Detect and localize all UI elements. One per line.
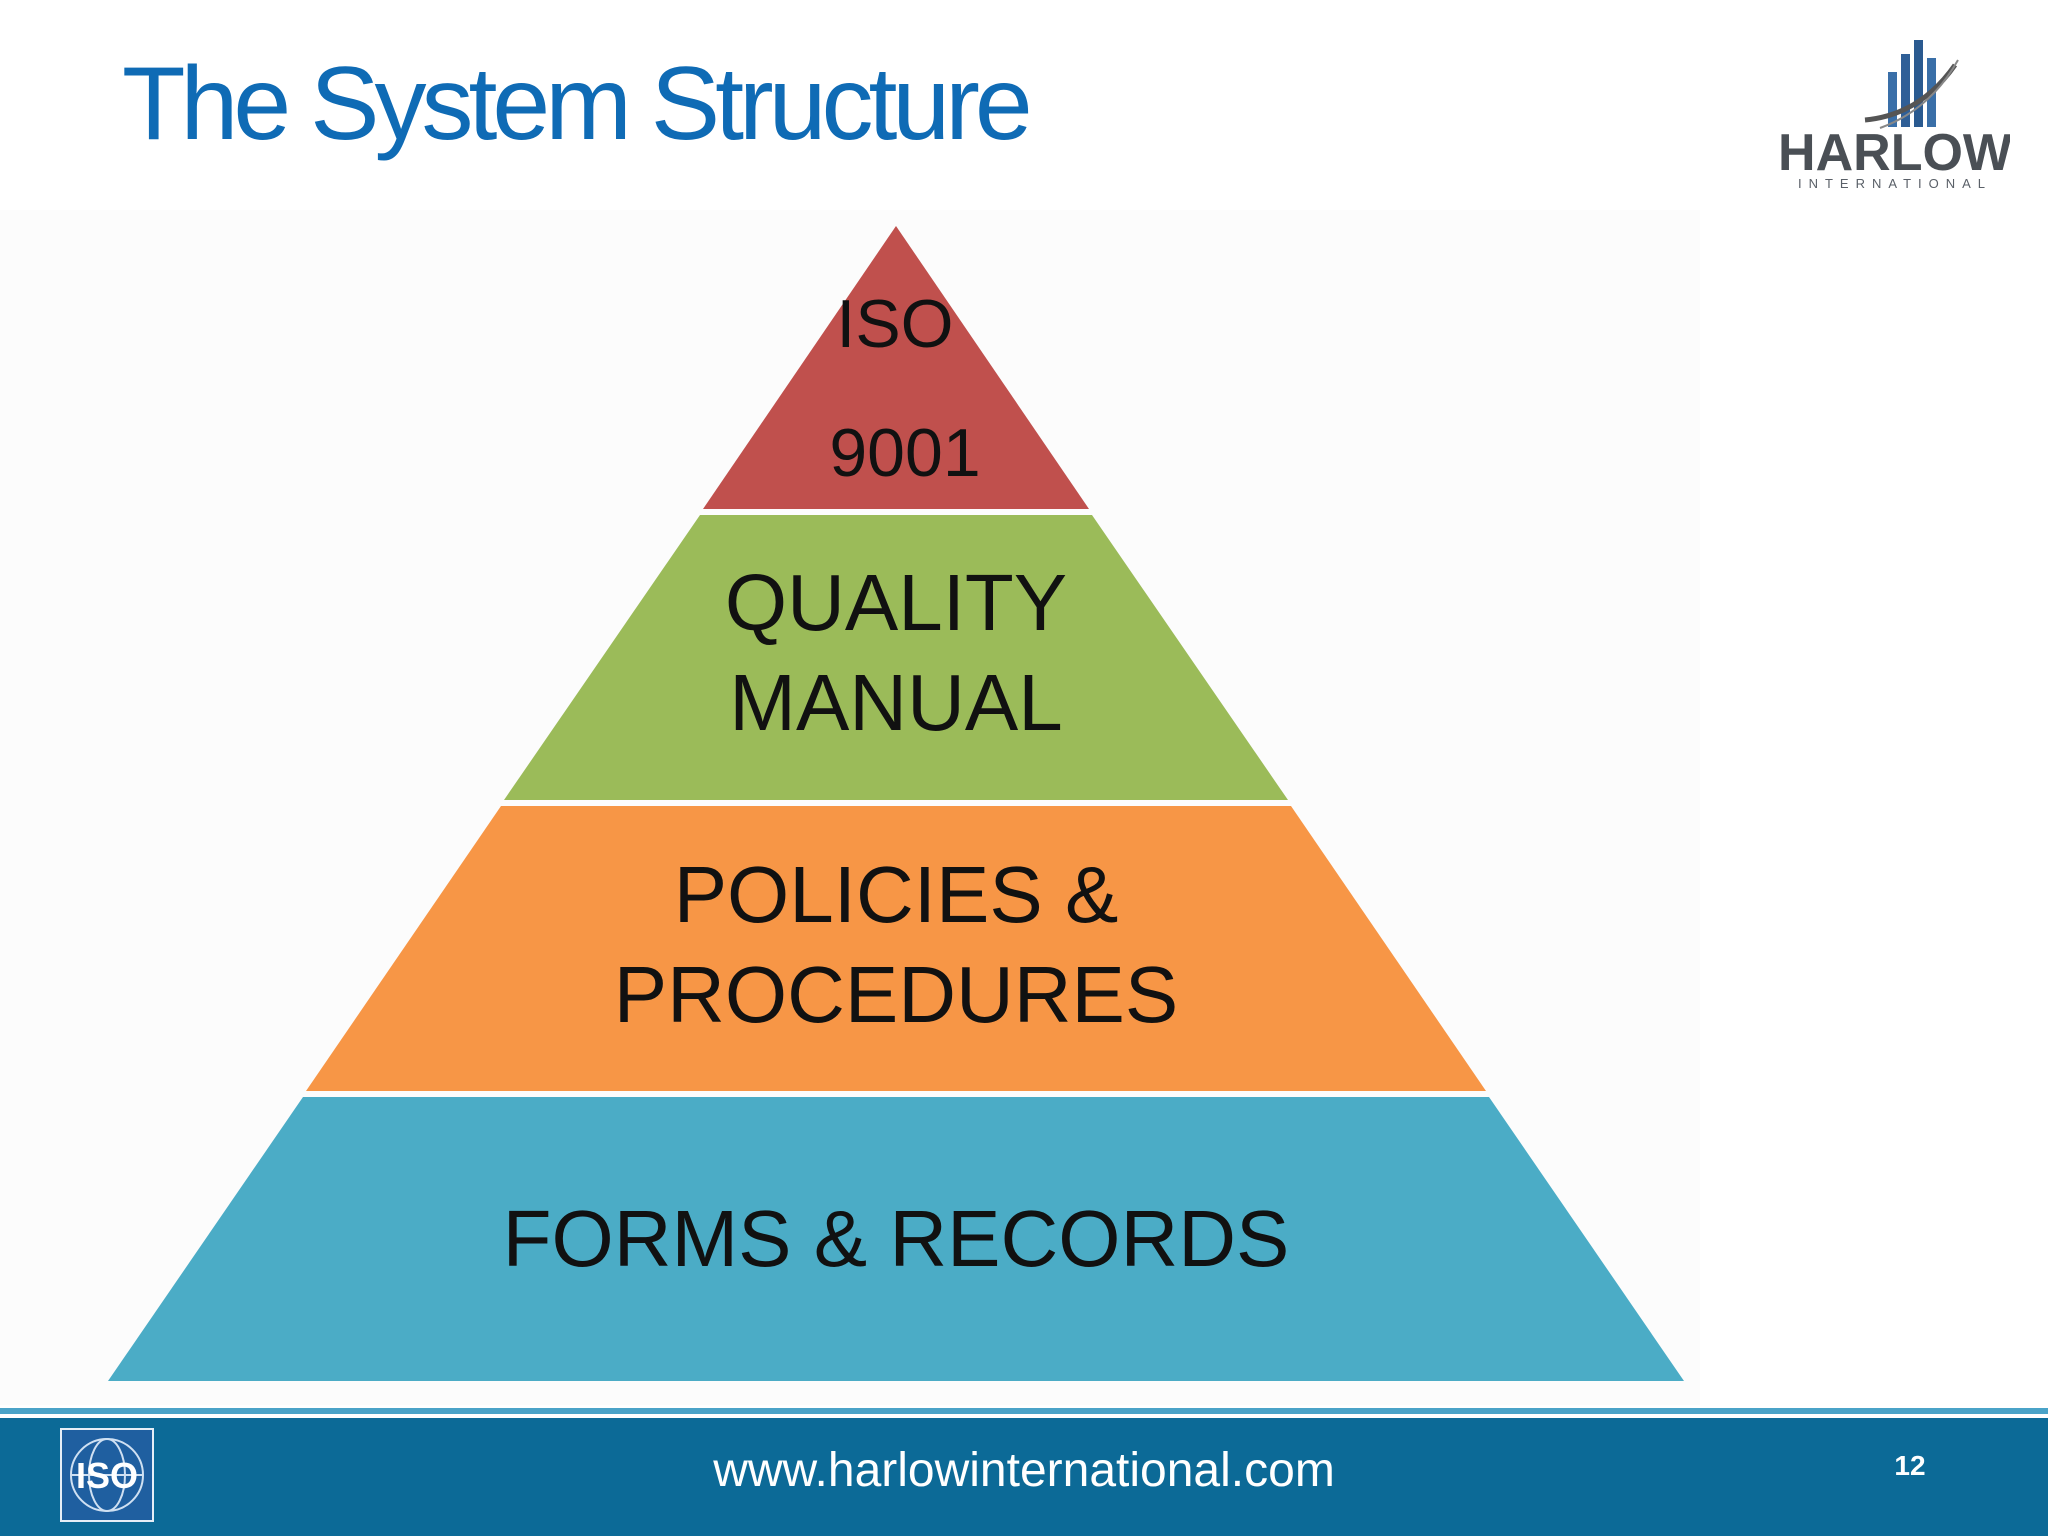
- level-iso-line2: 9001: [829, 415, 980, 491]
- harlow-logo: HARLOW INTERNATIONAL: [1780, 40, 2010, 191]
- logo-name: HARLOW: [1780, 124, 2010, 182]
- footer-divider: [0, 1414, 2048, 1418]
- slide-title: The System Structure: [122, 46, 1033, 162]
- pyramid-level-forms: [108, 1097, 1684, 1381]
- footer-accent-line: [0, 1408, 2048, 1414]
- level-policies-line1: POLICIES &: [674, 850, 1119, 939]
- level-policies-line2: PROCEDURES: [614, 950, 1179, 1039]
- page-number: 12: [1894, 1450, 1926, 1481]
- level-quality-line1: QUALITY: [725, 558, 1067, 647]
- pyramid-level-policies: [306, 806, 1486, 1091]
- pyramid-level-iso: [703, 226, 1089, 509]
- pyramid-level-quality-manual: [504, 515, 1288, 800]
- level-quality-line2: MANUAL: [729, 658, 1062, 747]
- iso-logo-icon: ISO: [60, 1428, 154, 1522]
- footer-website-link[interactable]: www.harlowinternational.com: [713, 1444, 1335, 1497]
- footer-bar: [0, 1418, 2048, 1536]
- iso-badge-text: ISO: [76, 1455, 138, 1496]
- level-forms-line1: FORMS & RECORDS: [503, 1194, 1290, 1283]
- logo-subtitle: INTERNATIONAL: [1798, 176, 1992, 191]
- building-icon: [1864, 40, 1959, 129]
- level-iso-line1: ISO: [836, 286, 953, 362]
